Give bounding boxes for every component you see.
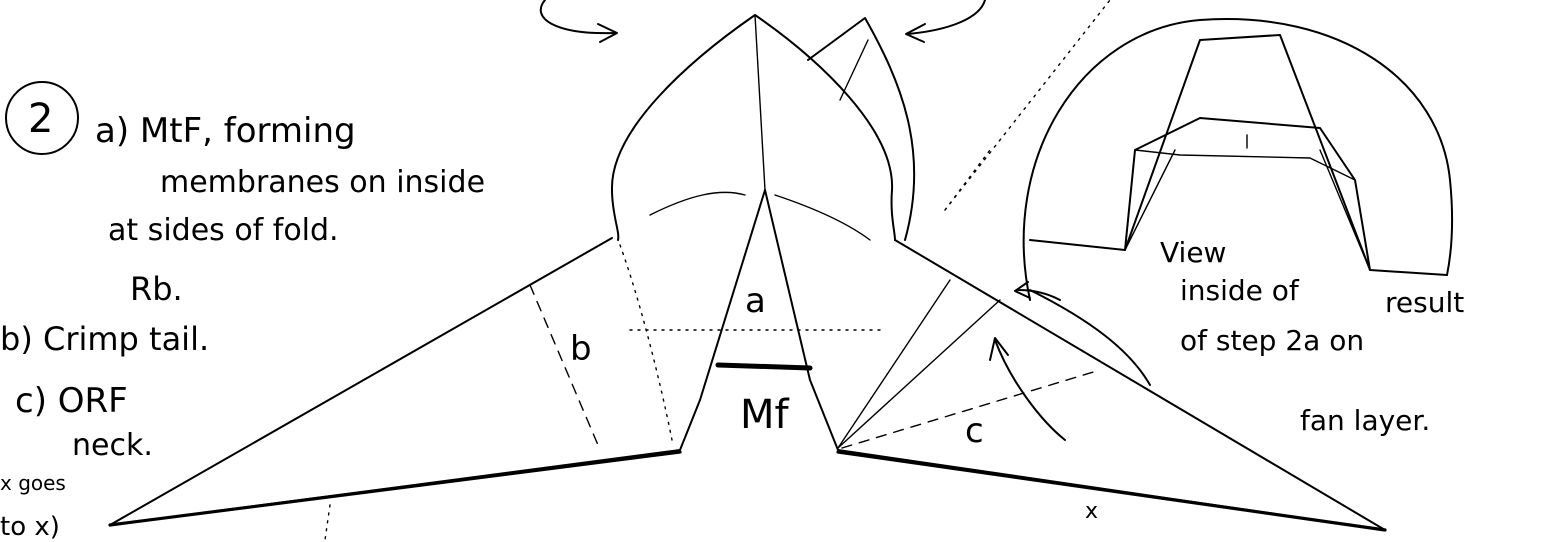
left-wing-bottom-edge bbox=[110, 452, 680, 525]
instruction-line8: x goes bbox=[0, 471, 66, 495]
kite-outline bbox=[612, 15, 895, 240]
inset-circle-arc bbox=[1024, 19, 1452, 300]
label-x: x bbox=[1085, 499, 1098, 524]
inset-connector-2 bbox=[945, 150, 990, 210]
left-wing-dotted-edge bbox=[620, 245, 672, 440]
step-number: 2 bbox=[28, 96, 53, 142]
instruction-line2: membranes on inside bbox=[160, 165, 485, 200]
back-flap bbox=[808, 18, 914, 240]
mf-fold-line bbox=[718, 365, 810, 368]
left-curved-arrow bbox=[541, 0, 615, 33]
kite-left-arc bbox=[650, 192, 745, 215]
inset-text-line5: fan layer. bbox=[1300, 404, 1430, 437]
inset-outer-folds bbox=[1030, 35, 1447, 275]
right-wing-bottom-edge bbox=[838, 452, 1385, 530]
right-wing-outline bbox=[838, 240, 1385, 530]
inset-connector bbox=[945, 0, 1110, 210]
small-arrow bbox=[1015, 282, 1060, 300]
instruction-line6: c) ORF bbox=[15, 381, 128, 421]
label-a: a bbox=[745, 281, 766, 321]
kite-center-crease bbox=[755, 15, 765, 190]
right-crease-1 bbox=[838, 280, 950, 448]
instruction-line1: a) MtF, forming bbox=[95, 111, 356, 151]
main-fold-diagram: a b Mf c x bbox=[110, 0, 1385, 540]
instruction-line3: at sides of fold. bbox=[108, 213, 339, 248]
inset-text-line4: of step 2a on bbox=[1180, 324, 1364, 357]
instruction-line7: neck. bbox=[72, 428, 153, 463]
inset-text-line3: result bbox=[1385, 286, 1464, 319]
bottom-dotted-mark bbox=[325, 505, 330, 540]
inset-view: View inside of result of step 2a on fan … bbox=[1024, 19, 1465, 437]
instruction-line4: Rb. bbox=[130, 270, 183, 308]
instruction-line9: to x) bbox=[0, 512, 60, 542]
inset-text-line1: View bbox=[1160, 236, 1226, 269]
label-mf: Mf bbox=[740, 392, 790, 438]
step-instructions: 2 a) MtF, forming membranes on inside at… bbox=[0, 82, 485, 542]
kite-right-arc bbox=[775, 195, 870, 240]
c-curved-arrow bbox=[995, 340, 1065, 440]
label-b: b bbox=[570, 329, 592, 369]
right-wing-flap bbox=[1030, 290, 1150, 385]
left-wing-outline bbox=[110, 238, 680, 525]
instruction-line5: b) Crimp tail. bbox=[0, 320, 209, 358]
right-curved-arrow bbox=[908, 0, 985, 34]
label-c: c bbox=[965, 411, 984, 451]
inset-text-line2: inside of bbox=[1180, 274, 1300, 307]
